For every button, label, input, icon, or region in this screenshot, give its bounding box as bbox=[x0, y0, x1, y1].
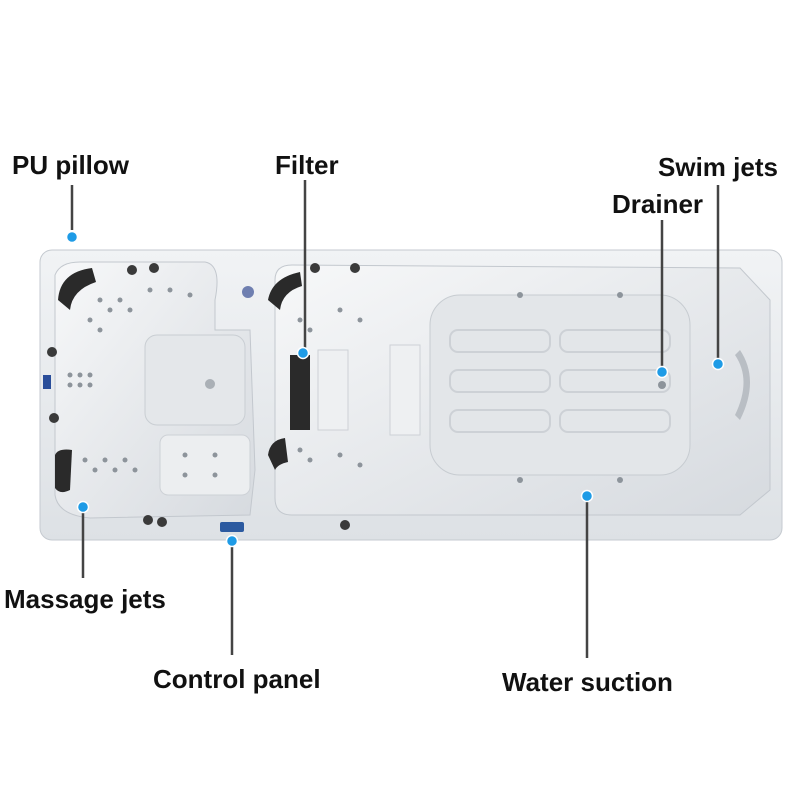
control-panel-display bbox=[220, 522, 244, 532]
hot-tub-section bbox=[43, 261, 256, 532]
label-water-suction: Water suction bbox=[502, 667, 673, 697]
marker-massage-jets bbox=[76, 500, 90, 514]
label-swim-jets: Swim jets bbox=[658, 152, 778, 182]
swim-section bbox=[268, 263, 771, 530]
pu-pillow-swim-top bbox=[268, 272, 302, 310]
marker-pu-pillow bbox=[65, 230, 79, 244]
marker-swim-jets bbox=[711, 357, 725, 371]
pu-pillow-left-bottom bbox=[55, 449, 72, 493]
marker-control-panel bbox=[225, 534, 239, 548]
marker-water-suction bbox=[580, 489, 594, 503]
label-drainer: Drainer bbox=[612, 189, 704, 219]
pu-pillow-swim-bottom bbox=[268, 438, 288, 470]
marker-filter bbox=[296, 346, 310, 360]
label-control-panel: Control panel bbox=[153, 664, 321, 694]
pu-pillow-left-top bbox=[58, 268, 96, 310]
label-pu-pillow: PU pillow bbox=[12, 150, 129, 180]
filter-housing bbox=[290, 355, 310, 430]
label-massage-jets: Massage jets bbox=[4, 584, 166, 614]
label-filter: Filter bbox=[275, 150, 339, 180]
marker-drainer bbox=[655, 365, 669, 379]
leader-lines bbox=[70, 180, 720, 658]
side-badge bbox=[43, 375, 51, 389]
